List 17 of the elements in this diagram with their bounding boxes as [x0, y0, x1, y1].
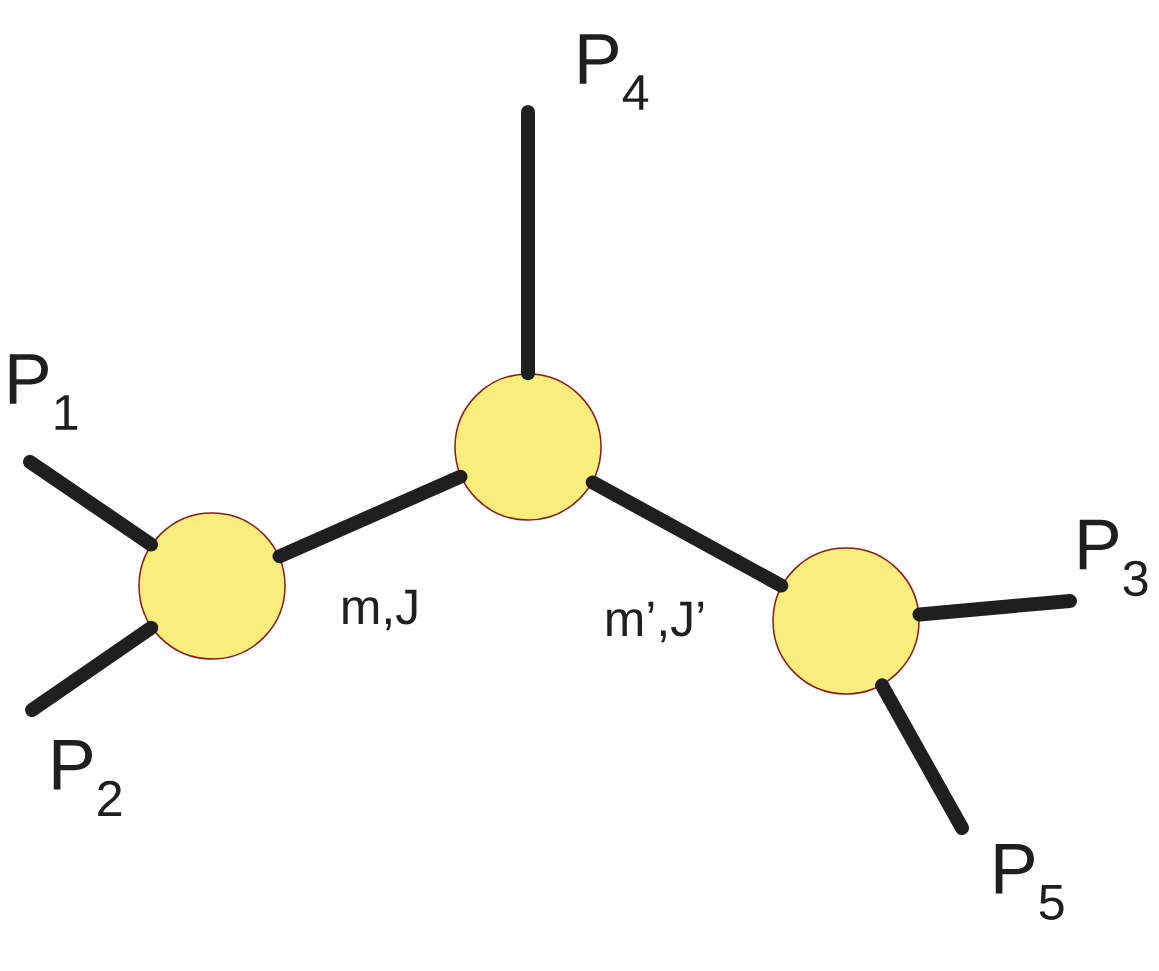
edge-label: m’,J’ — [607, 601, 704, 643]
line — [25, 620, 159, 717]
point-label: P$_{2}$ — [53, 740, 122, 816]
point-label: P$_{4}$ — [579, 34, 649, 110]
line — [23, 455, 159, 552]
point-label: P$_{5}$ — [995, 844, 1064, 920]
line — [585, 475, 789, 593]
line — [875, 678, 969, 835]
edge-label: m,J — [343, 589, 417, 631]
vertex-circle — [454, 373, 602, 521]
point-label: P$_{1}$ — [9, 354, 78, 430]
line — [272, 469, 468, 564]
vertex-circle — [772, 547, 920, 695]
line — [521, 105, 535, 381]
vertex-circle — [138, 512, 286, 660]
line — [912, 594, 1077, 622]
point-label: P$_{3}$ — [1079, 519, 1148, 597]
